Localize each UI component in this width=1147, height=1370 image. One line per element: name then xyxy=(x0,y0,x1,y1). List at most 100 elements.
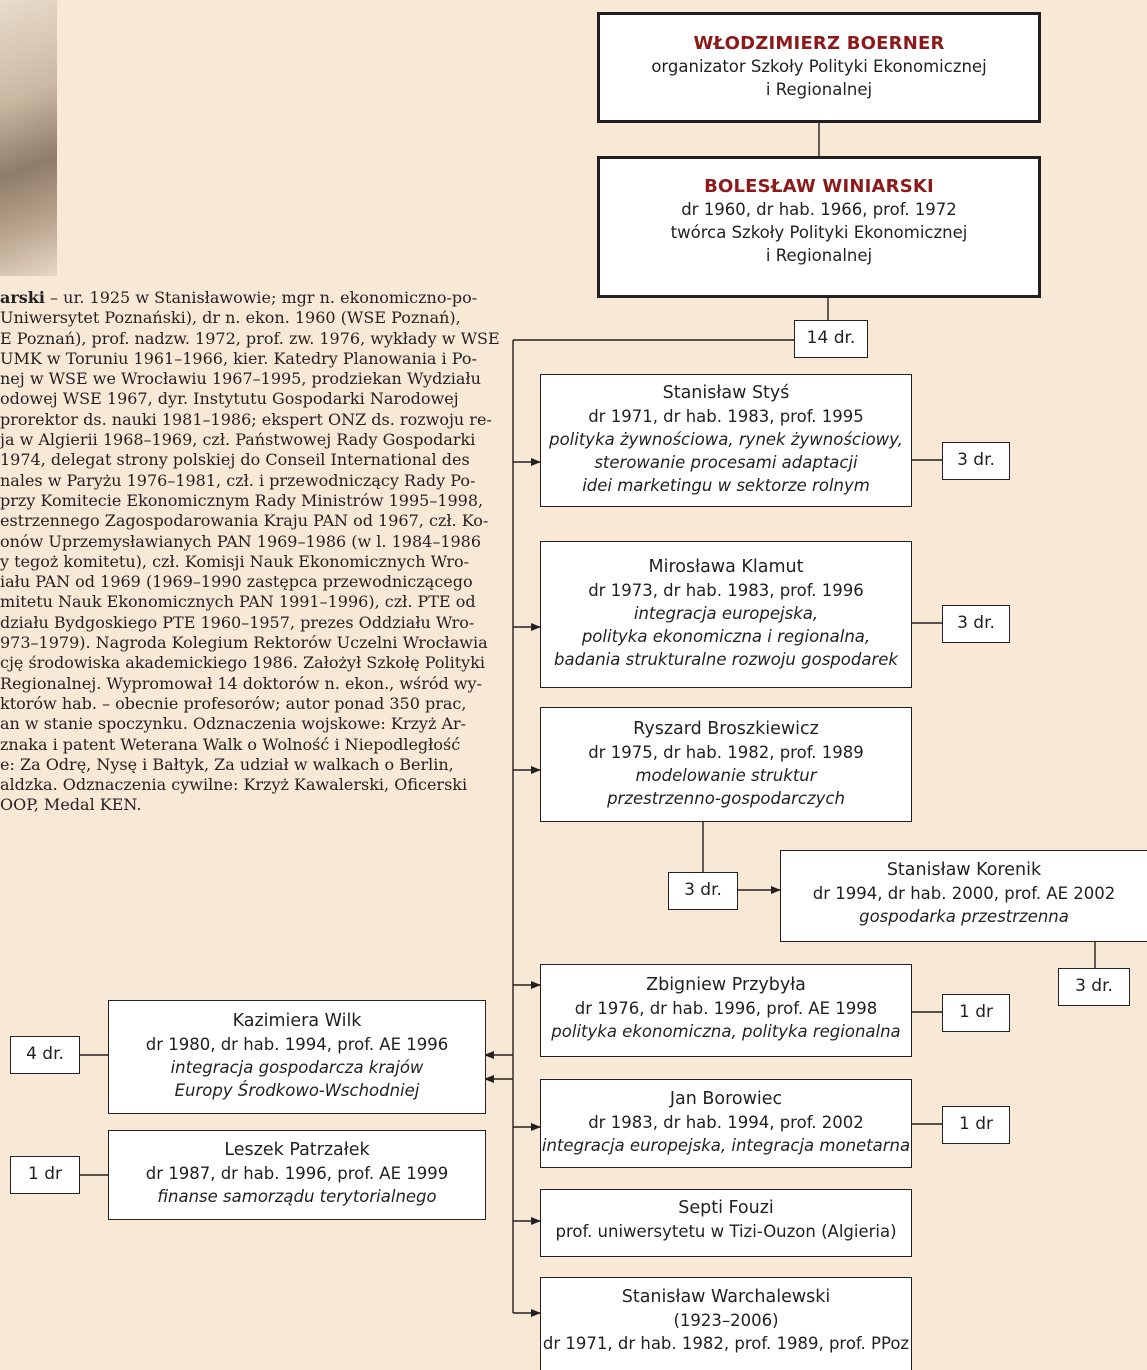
count-badge-patrzalek: 1 dr xyxy=(10,1156,80,1194)
bio-line: arski – ur. 1925 w Stanisławowie; mgr n.… xyxy=(0,288,510,308)
node-name: Stanisław Styś xyxy=(662,383,790,403)
bio-name: arski xyxy=(0,288,45,307)
node-broszkiewicz: Ryszard Broszkiewicz dr 1975, dr hab. 19… xyxy=(540,707,912,822)
node-dates: dr 1971, dr hab. 1982, prof. 1989, prof.… xyxy=(542,1334,910,1353)
node-field: polityka ekonomiczna i regionalna, xyxy=(581,627,871,646)
bio-line: E Poznań), prof. nadzw. 1972, prof. zw. … xyxy=(0,329,510,349)
node-field: modelowanie struktur xyxy=(635,766,817,785)
node-dates: dr 1960, dr hab. 1966, prof. 1972 xyxy=(681,200,957,219)
node-field: polityka ekonomiczna, polityka regionaln… xyxy=(551,1022,901,1041)
count-badge-klamut: 3 dr. xyxy=(942,605,1010,643)
bio-line: an w stanie spoczynku. Odznaczenia wojsk… xyxy=(0,714,510,734)
bio-line: 973–1979). Nagroda Kolegium Rektorów Ucz… xyxy=(0,633,510,653)
biography-text: arski – ur. 1925 w Stanisławowie; mgr n.… xyxy=(0,288,510,816)
node-role: organizator Szkoły Polityki Ekonomicznej xyxy=(651,57,987,76)
node-name: Zbigniew Przybyła xyxy=(646,975,806,995)
node-wilk: Kazimiera Wilk dr 1980, dr hab. 1994, pr… xyxy=(108,1000,486,1114)
bio-text: e: Za Odrę, Nysę i Bałtyk, Za udział w w… xyxy=(0,754,454,774)
bio-line: mitetu Nauk Ekonomicznych PAN 1991–1996)… xyxy=(0,592,510,612)
node-field: badania strukturalne rozwoju gospodarek xyxy=(554,650,898,669)
bio-line: estrzennego Zagospodarowania Kraju PAN o… xyxy=(0,511,510,531)
bio-text: – ur. 1925 w Stanisławowie; mgr n. ekono… xyxy=(44,288,478,307)
bio-text: znaka i patent Weterana Walk o Wolność i… xyxy=(0,734,461,754)
bio-text: odowej WSE 1967, dyr. Instytutu Gospodar… xyxy=(0,389,459,409)
bio-text: nales w Paryżu 1976–1981, czł. i przewod… xyxy=(0,470,476,490)
bio-text: Regionalnej. Wypromował 14 doktorów n. e… xyxy=(0,673,482,693)
count-badge-winiarski: 14 dr. xyxy=(794,320,868,358)
node-field: Europy Środkowo-Wschodniej xyxy=(174,1081,420,1100)
bio-line: e: Za Odrę, Nysę i Bałtyk, Za udział w w… xyxy=(0,755,510,775)
bio-line: OOP, Medal KEN. xyxy=(0,795,510,815)
count-badge-korenik: 3 dr. xyxy=(1058,968,1130,1006)
bio-text: nej w WSE we Wrocławiu 1967–1995, prodzi… xyxy=(0,369,481,389)
node-field: gospodarka przestrzenna xyxy=(859,907,1069,926)
bio-line: aldzka. Odznaczenia cywilne: Krzyż Kawal… xyxy=(0,775,510,795)
count-badge-przybyla: 1 dr xyxy=(942,994,1010,1032)
node-role: i Regionalnej xyxy=(765,80,873,99)
node-warchalewski: Stanisław Warchalewski (1923–2006) dr 19… xyxy=(540,1277,912,1370)
node-stys: Stanisław Styś dr 1971, dr hab. 1983, pr… xyxy=(540,374,912,507)
bio-line: cję środowiska akademickiego 1986. Założ… xyxy=(0,653,510,673)
node-field: finanse samorządu terytorialnego xyxy=(157,1187,437,1206)
node-name: Kazimiera Wilk xyxy=(232,1011,362,1031)
bio-text: onów Uprzemysławianych PAN 1969–1986 (w … xyxy=(0,531,482,551)
node-dates: dr 1987, dr hab. 1996, prof. AE 1999 xyxy=(145,1164,449,1183)
node-dates: dr 1980, dr hab. 1994, prof. AE 1996 xyxy=(145,1035,449,1054)
node-dates: dr 1983, dr hab. 1994, prof. 2002 xyxy=(588,1113,864,1132)
node-dates: dr 1976, dr hab. 1996, prof. AE 1998 xyxy=(574,999,878,1018)
node-field: sterowanie procesami adaptacji xyxy=(594,453,858,472)
bio-line: ja w Algierii 1968–1969, czł. Państwowej… xyxy=(0,430,510,450)
node-przybyla: Zbigniew Przybyła dr 1976, dr hab. 1996,… xyxy=(540,964,912,1057)
bio-line: nej w WSE we Wrocławiu 1967–1995, prodzi… xyxy=(0,369,510,389)
node-field: integracja gospodarcza krajów xyxy=(170,1058,424,1077)
count-badge-borowiec: 1 dr xyxy=(942,1106,1010,1144)
node-name: Septi Fouzi xyxy=(678,1198,774,1218)
node-dates: dr 1975, dr hab. 1982, prof. 1989 xyxy=(588,743,864,762)
bio-text: cję środowiska akademickiego 1986. Założ… xyxy=(0,653,485,673)
bio-text: ja w Algierii 1968–1969, czł. Państwowej… xyxy=(0,430,476,450)
bio-line: znaka i patent Weterana Walk o Wolność i… xyxy=(0,735,510,755)
node-borowiec: Jan Borowiec dr 1983, dr hab. 1994, prof… xyxy=(540,1079,912,1168)
node-winiarski: BOLESŁAW WINIARSKI dr 1960, dr hab. 1966… xyxy=(597,156,1041,298)
node-name: Leszek Patrzałek xyxy=(224,1140,370,1160)
bio-text: Uniwersytet Poznański), dr n. ekon. 1960… xyxy=(0,308,461,328)
node-name: Ryszard Broszkiewicz xyxy=(633,719,819,739)
node-name: Stanisław Korenik xyxy=(886,860,1042,880)
bio-line: odowej WSE 1967, dyr. Instytutu Gospodar… xyxy=(0,389,510,409)
count-badge-broszkiewicz: 3 dr. xyxy=(668,872,738,910)
bio-line: nales w Paryżu 1976–1981, czł. i przewod… xyxy=(0,471,510,491)
count-badge-wilk: 4 dr. xyxy=(10,1036,80,1074)
bio-line: onów Uprzemysławianych PAN 1969–1986 (w … xyxy=(0,532,510,552)
bio-text: aldzka. Odznaczenia cywilne: Krzyż Kawal… xyxy=(0,775,468,795)
bio-text: działu Bydgoskiego PTE 1960–1957, prezes… xyxy=(0,612,475,632)
bio-text: estrzennego Zagospodarowania Kraju PAN o… xyxy=(0,511,489,531)
bio-line: działu Bydgoskiego PTE 1960–1957, prezes… xyxy=(0,613,510,633)
count-badge-stys: 3 dr. xyxy=(942,442,1010,480)
bio-line: ktorów hab. – obecnie profesorów; autor … xyxy=(0,694,510,714)
bio-line: prorektor ds. nauki 1981–1986; ekspert O… xyxy=(0,410,510,430)
bio-line: Uniwersytet Poznański), dr n. ekon. 1960… xyxy=(0,308,510,328)
node-role: twórca Szkoły Polityki Ekonomicznej xyxy=(670,223,968,242)
node-name: Stanisław Warchalewski xyxy=(621,1287,831,1307)
node-boerner: WŁODZIMIERZ BOERNER organizator Szkoły P… xyxy=(597,12,1041,123)
node-fouzi: Septi Fouzi prof. uniwersytetu w Tizi-Ou… xyxy=(540,1189,912,1257)
node-dates: dr 1971, dr hab. 1983, prof. 1995 xyxy=(588,407,864,426)
bio-text: iału PAN od 1969 (1969–1990 zastępca prz… xyxy=(0,572,473,592)
bio-text: 1974, delegat strony polskiej do Conseil… xyxy=(0,450,470,470)
bio-line: y tegoż komitetu), czł. Komisji Nauk Eko… xyxy=(0,552,510,572)
bio-text: prorektor ds. nauki 1981–1986; ekspert O… xyxy=(0,409,492,429)
node-years: (1923–2006) xyxy=(673,1311,779,1330)
bio-line: przy Komitecie Ekonomicznym Rady Ministr… xyxy=(0,491,510,511)
bio-line: UMK w Toruniu 1961–1966, kier. Katedry P… xyxy=(0,349,510,369)
bio-text: mitetu Nauk Ekonomicznych PAN 1991–1996)… xyxy=(0,592,476,612)
node-field: polityka żywnościowa, rynek żywnościowy, xyxy=(549,430,903,449)
node-patrzalek: Leszek Patrzałek dr 1987, dr hab. 1996, … xyxy=(108,1130,486,1220)
portrait-photo xyxy=(0,0,57,276)
bio-text: ktorów hab. – obecnie profesorów; autor … xyxy=(0,693,467,713)
bio-text: an w stanie spoczynku. Odznaczenia wojsk… xyxy=(0,714,467,734)
bio-text: OOP, Medal KEN. xyxy=(0,795,142,815)
bio-line: 1974, delegat strony polskiej do Conseil… xyxy=(0,450,510,470)
bio-text: UMK w Toruniu 1961–1966, kier. Katedry P… xyxy=(0,348,477,368)
node-korenik: Stanisław Korenik dr 1994, dr hab. 2000,… xyxy=(780,850,1147,942)
